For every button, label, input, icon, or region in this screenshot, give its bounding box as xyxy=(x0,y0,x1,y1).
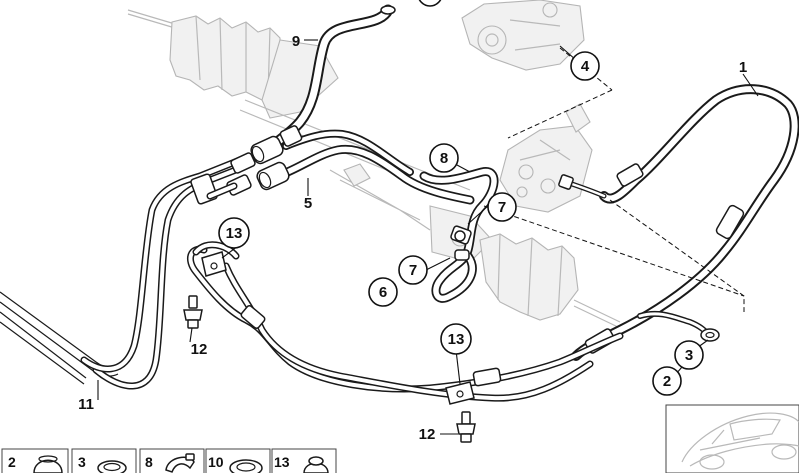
thumb-label-3: 3 xyxy=(78,454,86,470)
label-9: 9 xyxy=(292,33,300,50)
hose-connectors xyxy=(250,125,303,191)
parts-thumbnail-strip: 2 3 8 10 13 xyxy=(1,448,337,473)
callout-8-label: 8 xyxy=(440,150,448,167)
callout-8: 8 xyxy=(429,143,459,173)
hose-clamp-icon xyxy=(165,453,195,473)
bolt-12-lower xyxy=(456,411,476,443)
feed-line-lower xyxy=(186,241,624,405)
callout-7-left: 7 xyxy=(398,255,428,285)
callout-4-partial xyxy=(418,0,442,7)
callout-13-lower: 13 xyxy=(440,323,472,355)
thumb-label-2: 2 xyxy=(8,454,16,470)
steering-pump-ghost xyxy=(461,0,585,71)
callout-4: 4 xyxy=(570,51,600,81)
o-ring-icon xyxy=(229,459,263,473)
callout-13-upper-label: 13 xyxy=(226,225,243,242)
callout-6-label: 6 xyxy=(379,284,387,301)
pressure-line-8 xyxy=(419,167,499,303)
seal-ring-icon xyxy=(97,460,127,473)
thumb-label-10: 10 xyxy=(208,454,224,470)
cooler-hose-5 xyxy=(273,129,475,205)
label-1: 1 xyxy=(739,59,747,76)
callout-7-right: 7 xyxy=(487,192,517,222)
label-5: 5 xyxy=(304,195,312,212)
thumb-label-8: 8 xyxy=(145,454,153,470)
thumb-label-13: 13 xyxy=(274,454,290,470)
callout-2-label: 2 xyxy=(663,373,671,390)
label-12-lower: 12 xyxy=(419,426,436,443)
callout-6: 6 xyxy=(368,277,398,307)
label-12-upper: 12 xyxy=(191,341,208,358)
callout-13-lower-label: 13 xyxy=(448,331,465,348)
callout-7-right-label: 7 xyxy=(498,199,506,216)
steering-valve-ghost xyxy=(499,103,593,213)
callout-2: 2 xyxy=(652,366,682,396)
bolt-12-upper xyxy=(183,295,203,329)
callout-13-upper: 13 xyxy=(218,217,250,249)
high-pressure-hose-1 xyxy=(558,84,799,361)
callout-4-label: 4 xyxy=(581,58,590,75)
label-11: 11 xyxy=(78,396,94,413)
vehicle-locator-thumbnail xyxy=(665,404,799,473)
cooler-loop-11 xyxy=(0,152,256,390)
callout-3: 3 xyxy=(674,340,704,370)
callout-3-label: 3 xyxy=(685,347,693,364)
callout-7-left-label: 7 xyxy=(409,262,417,279)
